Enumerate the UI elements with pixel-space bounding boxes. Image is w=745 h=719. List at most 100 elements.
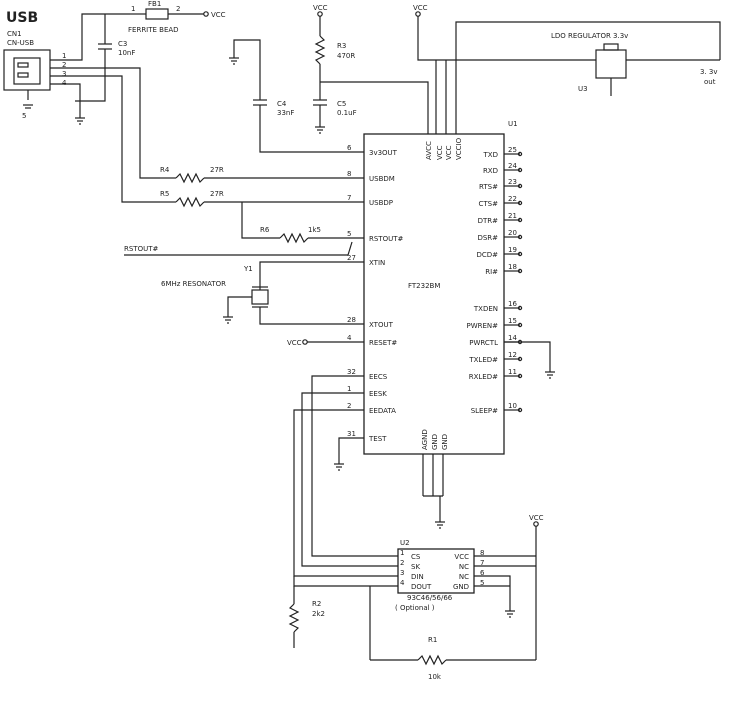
- u1-bottom-pin-agnd: AGND: [421, 429, 429, 450]
- u1-ground-wires: [422, 454, 444, 522]
- ldo-ref: U3: [578, 85, 588, 93]
- r1-ref: R1: [428, 636, 437, 644]
- u1-pin-terminal: [517, 373, 523, 379]
- u1-pin-num-right: 11: [508, 368, 517, 376]
- u2-pin-name-right: NC: [459, 573, 469, 581]
- c3-ref: C3: [118, 40, 127, 48]
- u2-pin-name-right: VCC: [454, 553, 469, 561]
- u1-bottom-pin-gnd2: GND: [441, 434, 449, 450]
- resistor-r6: R6 1k5: [241, 202, 364, 244]
- resistor-r4: R4 27R: [160, 166, 364, 184]
- u2-ref: U2: [400, 539, 410, 547]
- ferrite-name: FERRITE BEAD: [128, 26, 179, 34]
- u2-pin-num-left: 2: [400, 559, 404, 567]
- u1-pin-num-left: 7: [347, 194, 351, 202]
- u1-pin-name-right: SLEEP#: [471, 407, 498, 415]
- u1-pin-num-right: 23: [508, 178, 517, 186]
- c4-value: 33nF: [277, 109, 294, 117]
- u1-pin-num-right: 15: [508, 317, 517, 325]
- u1-pin-num-right: 19: [508, 246, 517, 254]
- u1-pin-name-right: DSR#: [477, 234, 498, 242]
- u1-pin-terminal: [517, 151, 523, 157]
- connector-pin-2: 2: [62, 61, 66, 69]
- u1-pin-name-right: TXLED#: [468, 356, 498, 364]
- u1-pin-terminal: [517, 322, 523, 328]
- rstout-net-label: RSTOUT#: [124, 245, 158, 253]
- connector-pin-4: 4: [62, 79, 67, 87]
- u1-pin-terminal: [517, 268, 523, 274]
- ldo-name: LDO REGULATOR 3.3v: [551, 32, 628, 40]
- u1-pin-name-left: RESET#: [369, 339, 397, 347]
- r4-ref: R4: [160, 166, 170, 174]
- u2-pin-name-left: CS: [411, 553, 421, 561]
- u2-pin-num-right: 6: [480, 569, 485, 577]
- vcc-label-u2: VCC: [529, 514, 544, 522]
- u1-pin-num-right: 16: [508, 300, 517, 308]
- test-ground-wire: [338, 437, 364, 464]
- u1-pin-num-right: 24: [508, 162, 517, 170]
- resonator-name: 6MHz RESONATOR: [161, 280, 226, 288]
- u1-pin-name-right: DCD#: [476, 251, 498, 259]
- vcc-label-r3: VCC: [313, 4, 328, 12]
- u2-pin-name-right: GND: [453, 583, 469, 591]
- ldo-out-line1: 3. 3v: [700, 68, 718, 76]
- u1-pin-num-left: 8: [347, 170, 351, 178]
- usb-connector: CN1 CN-USB 1 2 3 4 5: [3, 30, 67, 120]
- c5-value: 0.1uF: [337, 109, 357, 117]
- u1-pin-num-left: 27: [347, 254, 356, 262]
- u1-pin-name-right: TXD: [483, 151, 498, 159]
- u1-pin-name-right: RTS#: [479, 183, 498, 191]
- resistor-r3-and-c5: VCC R3 470R C5 0.1uF: [313, 4, 429, 134]
- u1-pin-num-left: 4: [347, 334, 352, 342]
- u1-pin-num-right: 12: [508, 351, 517, 359]
- u1-top-pin-vcc2: VCC: [445, 145, 453, 160]
- r3-value: 470R: [337, 52, 355, 60]
- u1-pin-name-right: RI#: [485, 268, 498, 276]
- vcc-label-reset: VCC: [287, 339, 302, 347]
- ferrite-bead: FB1 1 2 FERRITE BEAD VCC: [128, 0, 226, 34]
- resistor-r1: R1 10k: [370, 636, 536, 681]
- u1-pin-num-left: 28: [347, 316, 356, 324]
- u1-pin-terminal: [517, 167, 523, 173]
- u1-top-pin-vccio: VCCIO: [455, 137, 463, 160]
- r4-value: 27R: [210, 166, 224, 174]
- u2-pin-name-right: NC: [459, 563, 469, 571]
- capacitor-c4: C4 33nF: [233, 39, 364, 153]
- u2-name: 93C46/56/66: [407, 594, 453, 602]
- u1-pin-name-left: RSTOUT#: [369, 235, 403, 243]
- vcc-label-ferrite: VCC: [211, 11, 226, 19]
- u1-pin-name-right: RXD: [483, 167, 498, 175]
- u2-note: ( Optional ): [395, 604, 435, 612]
- u1-top-pin-vcc1: VCC: [436, 145, 444, 160]
- u2-pin-num-right: 8: [480, 549, 484, 557]
- ferrite-pin1: 1: [131, 5, 135, 13]
- u2-right-wiring: VCC: [474, 514, 544, 660]
- connector-wires: [50, 13, 160, 203]
- eeprom-bus: [293, 375, 398, 660]
- vcc-label-top: VCC: [413, 4, 428, 12]
- u1-pin-num-right: 18: [508, 263, 517, 271]
- u2-pin-name-left: DIN: [411, 573, 424, 581]
- u1-pin-num-left: 6: [347, 144, 352, 152]
- connector-pin-3: 3: [62, 70, 66, 78]
- connector-ref: CN1: [7, 30, 22, 38]
- r2-value: 2k2: [312, 610, 325, 618]
- u1-pin-terminal: [517, 234, 523, 240]
- u1-pin-terminal: [517, 183, 523, 189]
- r5-value: 27R: [210, 190, 224, 198]
- u2-pin-num-right: 5: [480, 579, 484, 587]
- u2-pin-num-right: 7: [480, 559, 484, 567]
- ldo-out-line2: out: [704, 78, 716, 86]
- ground-symbols: [23, 57, 555, 618]
- u1-pin-num-right: 20: [508, 229, 517, 237]
- u1-pin-num-right: 21: [508, 212, 517, 220]
- u1-pin-num-right: 10: [508, 402, 517, 410]
- schematic-title: USB: [6, 10, 38, 26]
- u1-pin-num-left: 31: [347, 430, 356, 438]
- reset-vcc: VCC: [287, 339, 364, 347]
- u1-pin-num-left: 5: [347, 230, 351, 238]
- ic-u1-ft232bm: U1 FT232BM AVCC VCC VCC VCCIO AGND GND G…: [347, 120, 523, 455]
- u1-pin-name-right: CTS#: [479, 200, 499, 208]
